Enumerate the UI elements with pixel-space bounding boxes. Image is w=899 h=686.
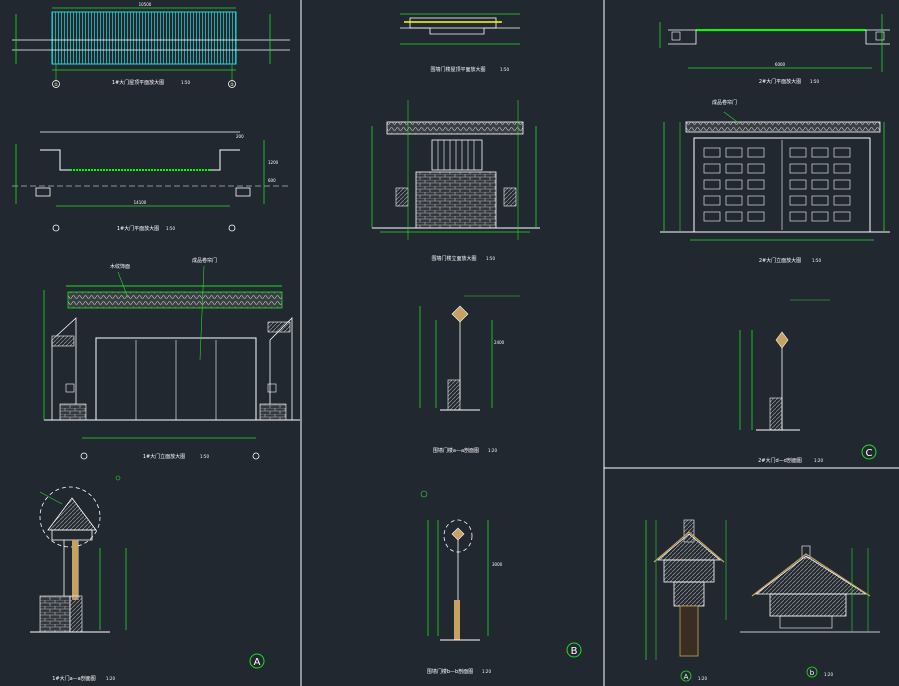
a-elevation: 木纹饰面 成品卷帘门 1#大门立面放大图 1:50 bbox=[43, 257, 300, 460]
b-dim-2: 3000 bbox=[492, 562, 503, 567]
d-detail-2: b 1:20 bbox=[740, 545, 880, 678]
a-dim-top: 10500 bbox=[139, 2, 152, 7]
a-tag-door: 成品卷帘门 bbox=[192, 257, 217, 264]
a-dim-1200: 1200 bbox=[268, 160, 279, 165]
a-title-plan: 1#大门平面放大图 bbox=[117, 225, 159, 232]
d-marker-1: A bbox=[684, 673, 689, 681]
d-scale-1: 1:20 bbox=[698, 676, 707, 681]
b-section-a: 2400 围墙门楼a—a剖面图 1:20 bbox=[419, 295, 520, 454]
b-scale-elevation: 1:50 bbox=[486, 256, 495, 261]
c-scale-section: 1:20 bbox=[814, 458, 823, 463]
b-elevation: 围墙门楼立面放大图 1:50 bbox=[371, 100, 540, 262]
a-scale-roof-plan: 1:50 bbox=[181, 80, 190, 85]
a-circle-label: A bbox=[254, 657, 261, 668]
b-scale-section-b: 1:20 bbox=[482, 669, 491, 674]
c-plan: 6000 2#大门平面放大图 1:50 bbox=[659, 14, 890, 85]
a-axis-2: ② bbox=[230, 82, 234, 87]
c-title-elevation: 2#大门立面放大图 bbox=[759, 257, 801, 264]
a-plan: 200 1200 600 14100 1#大门平面放大图 1:50 bbox=[12, 131, 290, 232]
b-roof-plan: 围墙门楼屋顶平面放大图 1:50 bbox=[400, 13, 520, 73]
panel-c: 6000 2#大门平面放大图 1:50 bbox=[659, 14, 890, 464]
a-roof-plan: 10500 ① ② 1#大门屋顶平面放大图 1:50 bbox=[12, 2, 290, 88]
b-circle-label: B bbox=[571, 646, 578, 657]
a-dim-600: 600 bbox=[268, 178, 276, 183]
c-title-section: 2#大门d—d剖面图 bbox=[758, 457, 802, 464]
a-scale-plan: 1:50 bbox=[166, 226, 175, 231]
b-section-b: 3000 围墙门楼b—b剖面图 1:20 bbox=[420, 490, 503, 675]
c-circle-marker: C bbox=[861, 444, 877, 460]
c-tag-door: 成品卷帘门 bbox=[712, 99, 737, 106]
a-title-roof-plan: 1#大门屋顶平面放大图 bbox=[112, 79, 164, 86]
panel-d: A 1:20 b 1:20 bbox=[645, 519, 880, 682]
d-scale-2: 1:20 bbox=[824, 672, 833, 677]
b-title-section-b: 围墙门楼b—b剖面图 bbox=[427, 668, 473, 675]
panel-dividers bbox=[300, 0, 899, 686]
d-marker-2: b bbox=[810, 669, 815, 677]
panel-a: 10500 ① ② 1#大门屋顶平面放大图 1:50 200 1200 600 … bbox=[12, 2, 300, 682]
a-dim-total: 14100 bbox=[134, 200, 147, 205]
a-dim-200: 200 bbox=[236, 134, 244, 139]
c-door-panels bbox=[703, 147, 851, 222]
b-circle-marker: B bbox=[566, 642, 582, 658]
a-axis-1: ① bbox=[54, 82, 58, 87]
b-dim-1: 2400 bbox=[494, 340, 505, 345]
c-section: 2#大门d—d剖面图 1:20 bbox=[739, 299, 830, 464]
b-title-roof-plan: 围墙门楼屋顶平面放大图 bbox=[430, 66, 485, 73]
d-detail-1: A 1:20 bbox=[645, 519, 727, 682]
a-scale-section: 1:20 bbox=[106, 676, 115, 681]
panel-b: 围墙门楼屋顶平面放大图 1:50 围墙门楼立面放大图 1:50 bbox=[371, 13, 582, 675]
c-circle-label: C bbox=[866, 448, 873, 459]
a-tag-wood: 木纹饰面 bbox=[110, 263, 130, 270]
a-circle-marker: A bbox=[249, 653, 265, 669]
a-scale-elevation: 1:50 bbox=[200, 454, 209, 459]
a-title-elevation: 1#大门立面放大图 bbox=[143, 453, 185, 460]
c-elevation: 成品卷帘门 2#大门立面放大图 1:50 bbox=[660, 99, 890, 264]
c-title-plan: 2#大门平面放大图 bbox=[759, 78, 801, 85]
a-title-section: 1#大门a—a剖面图 bbox=[52, 675, 96, 682]
c-scale-elevation: 1:50 bbox=[812, 258, 821, 263]
b-scale-section-a: 1:20 bbox=[488, 448, 497, 453]
c-dim-1: 6000 bbox=[775, 62, 786, 67]
b-title-elevation: 围墙门楼立面放大图 bbox=[431, 255, 476, 262]
a-section: 1#大门a—a剖面图 1:20 bbox=[30, 475, 127, 682]
b-scale-roof-plan: 1:50 bbox=[500, 67, 509, 72]
c-scale-plan: 1:50 bbox=[810, 79, 819, 84]
b-title-section-a: 围墙门楼a—a剖面图 bbox=[433, 447, 479, 454]
